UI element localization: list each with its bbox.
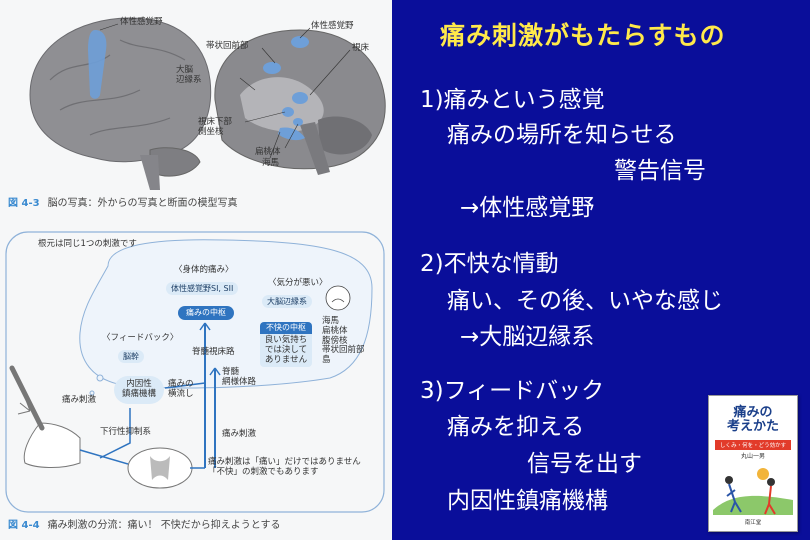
amygdala-highlight <box>293 118 303 126</box>
somato-box: 体性感覚野SI, SII <box>166 282 239 295</box>
point-1-line: 警告信号 <box>614 158 706 184</box>
caption-number: 図 4-4 <box>8 520 40 531</box>
slide-title: 痛み刺激がもたらすもの <box>440 21 726 50</box>
book-cover: 痛みの 考えかた しくみ・何を・どう効かす 丸山一男 南江堂 <box>708 395 798 532</box>
book-author: 丸山一男 <box>740 453 765 460</box>
cingulate-highlight <box>263 62 281 74</box>
textbook-page: 体性感覚野 体性感覚野 帯状回前部 視床 大脳 辺縁系 視床下部 側坐核 扁桃体… <box>0 0 392 540</box>
caption-number: 図 4-3 <box>8 198 40 209</box>
somato-highlight-right <box>291 36 309 48</box>
limbic-list: 海馬 扁桃体 腹傍核 帯状回前部 島 <box>322 316 365 366</box>
point-3-result: 内因性鎮痛機構 <box>447 488 608 514</box>
point-3-line: 痛みを抑える <box>447 414 585 440</box>
label-somato-right: 体性感覚野 <box>311 21 354 31</box>
figure-4-3-caption: 図 4-3 脳の写真：外からの写真と断面の模型写真 <box>8 194 238 209</box>
lateral-brain <box>29 17 212 163</box>
unpleasant-text: 良い気持ち では決して ありません <box>260 334 312 368</box>
physical-pain-heading: 〈身体的痛み〉 <box>174 265 234 275</box>
limbic-box: 大脳辺縁系 <box>262 295 312 308</box>
spinothalamic-label: 脊髄視床路 <box>192 347 235 357</box>
book-title: 痛みの 考えかた <box>726 405 779 435</box>
label-somato-left: 体性感覚野 <box>120 17 163 27</box>
somato-highlight-left <box>88 30 107 99</box>
label-hypothalamus: 視床下部 側坐核 <box>198 117 233 137</box>
slide-panel: 痛み刺激がもたらすもの 1)痛みという感覚 痛みの場所を知らせる 警告信号 →体… <box>392 0 810 540</box>
thalamus-highlight <box>292 92 308 104</box>
point-3-heading: 3)フィードバック <box>420 378 605 404</box>
label-thalamus: 視床 <box>352 43 370 53</box>
point-2-line: 痛い、その後、いやな感じ <box>447 288 723 314</box>
spinoreticular-label: 脊髄 網様体路 <box>222 367 257 387</box>
feedback-heading: 〈フィードバック〉 <box>102 333 179 343</box>
pain-bypass-label: 痛みの 横流し <box>168 379 194 399</box>
label-hippocampus: 海馬 <box>262 158 280 168</box>
point-1-result: →体性感覚野 <box>460 195 595 221</box>
figure-4-4-caption: 図 4-4 痛み刺激の分流：痛い！ 不快だから抑えようとする <box>8 516 280 531</box>
mood-bad-heading: 〈気分が悪い〉 <box>268 278 328 288</box>
label-cingulate: 帯状回前部 <box>206 41 249 51</box>
unpleasant-center: 不快の中枢 <box>260 322 312 334</box>
point-2-result: →大脳辺縁系 <box>460 324 595 350</box>
brainstem-box: 脳幹 <box>118 350 144 363</box>
leg-drawing <box>23 422 81 468</box>
pain-stim-label: 痛み刺激 <box>62 395 97 405</box>
hypothalamus-highlight <box>282 107 294 117</box>
hippocampus-highlight <box>278 127 305 141</box>
note-text: 痛み刺激は「痛い」だけではありません 「不快」の刺激でもあります <box>208 457 361 477</box>
point-1-line: 痛みの場所を知らせる <box>447 122 677 148</box>
book-publisher: 南江堂 <box>744 520 762 526</box>
brain-figure <box>29 17 386 190</box>
root-text: 根元は同じ1つの刺激です <box>38 239 137 249</box>
descending-label: 下行性抑制系 <box>100 427 152 437</box>
point-1-heading: 1)痛みという感覚 <box>420 87 605 113</box>
caption-text: 脳の写真：外からの写真と断面の模型写真 <box>47 198 238 209</box>
cerebellum-right <box>318 116 372 155</box>
book-subtitle: しくみ・何を・どう効かす <box>715 440 791 450</box>
point-2-heading: 2)不快な情動 <box>420 251 559 277</box>
pain-center: 痛みの中枢 <box>178 306 234 320</box>
endogenous-box: 内因性 鎮痛機構 <box>114 376 165 404</box>
face-icon <box>325 285 351 311</box>
book-illustration <box>713 468 793 515</box>
brainstem-left <box>140 155 160 190</box>
bat-drawing <box>9 365 45 431</box>
caption-text: 痛み刺激の分流：痛い！ 不快だから抑えようとする <box>47 520 281 531</box>
label-amygdala: 扁桃体 <box>255 147 281 157</box>
point-3-line: 信号を出す <box>527 451 642 477</box>
label-limbic: 大脳 辺縁系 <box>176 65 202 85</box>
brainstem-right <box>300 122 330 175</box>
pain-stim-nerve-label: 痛み刺激 <box>222 429 257 439</box>
